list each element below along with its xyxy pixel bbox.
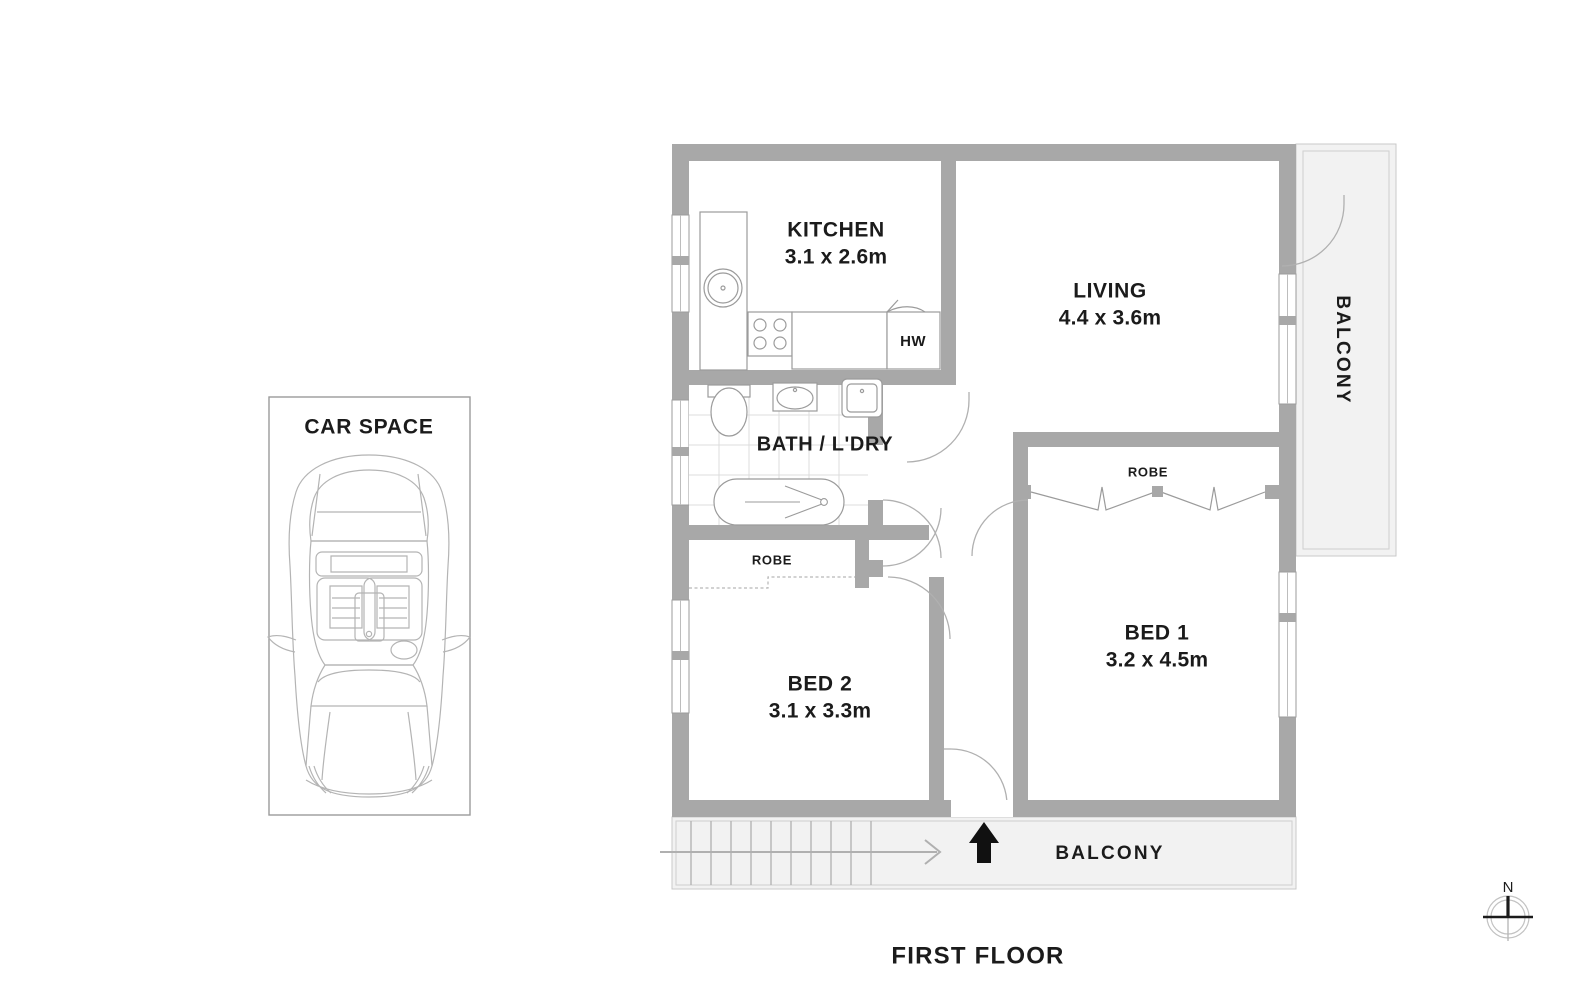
apartment-plan-group: BALCONY BALCONY	[660, 143, 1397, 890]
window-east-bed1	[1278, 571, 1297, 718]
door-hall-bath	[882, 499, 942, 559]
living-name: LIVING	[1073, 280, 1147, 303]
toilet-icon	[710, 387, 748, 437]
north-label: N	[1503, 879, 1514, 896]
bed1-dimensions: 3.2 x 4.5m	[1106, 649, 1208, 672]
kitchen-dimensions: 3.1 x 2.6m	[785, 246, 887, 269]
room-labels: KITCHEN 3.1 x 2.6m LIVING 4.4 x 3.6m BED…	[769, 219, 1208, 723]
basin-icon	[776, 386, 814, 410]
bed2-dimensions: 3.1 x 3.3m	[769, 700, 871, 723]
floor-title: FIRST FLOOR	[891, 942, 1064, 969]
kitchen-name: KITCHEN	[787, 219, 885, 242]
balcony-south-label: BALCONY	[1055, 843, 1164, 864]
robe-bed1-label: ROBE	[1128, 464, 1168, 479]
door-bath	[906, 399, 970, 463]
balcony-east: BALCONY	[1295, 143, 1397, 557]
door-swings	[882, 195, 1345, 806]
door-bed2	[882, 507, 942, 567]
bathroom-fixtures	[707, 378, 883, 526]
entry-arrow-icon	[969, 822, 999, 863]
cooktop-icon	[747, 311, 793, 357]
living-dimensions: 4.4 x 3.6m	[1059, 307, 1161, 330]
window-west-kitchen	[671, 214, 690, 313]
entry-doorway-gap	[951, 800, 1013, 817]
door-hall-lower	[887, 576, 951, 640]
hot-water-cupboard	[886, 311, 941, 370]
car-space-group: CAR SPACE	[267, 396, 471, 816]
window-west-bath	[671, 399, 690, 506]
balcony-east-label: BALCONY	[1332, 295, 1353, 404]
door-bed1	[971, 499, 1029, 557]
bed2-name: BED 2	[788, 673, 853, 696]
car-illustration	[267, 454, 471, 798]
window-east-living	[1278, 273, 1297, 405]
window-west-bed2	[671, 599, 690, 714]
bath-laundry-label: BATH / L'DRY	[757, 433, 893, 455]
robe-bed1-center-post	[1152, 486, 1163, 497]
windows	[671, 214, 1297, 718]
car-space-label: CAR SPACE	[304, 416, 433, 439]
bed1-name: BED 1	[1125, 622, 1190, 645]
door-entry	[950, 748, 1008, 806]
kitchen-fixtures	[699, 211, 941, 371]
kitchen-bench	[791, 311, 888, 370]
stair-direction-arrow	[660, 839, 942, 865]
door-balcony-east	[1281, 203, 1345, 267]
car-space-outline	[268, 396, 471, 816]
hw-label: HW	[900, 333, 926, 350]
robe-bed2: ROBE	[689, 552, 855, 589]
hw-door-swing	[886, 306, 926, 313]
robe-bed2-label: ROBE	[752, 552, 792, 567]
robe-bed1: ROBE	[1030, 464, 1266, 511]
north-compass: N	[1483, 879, 1533, 941]
